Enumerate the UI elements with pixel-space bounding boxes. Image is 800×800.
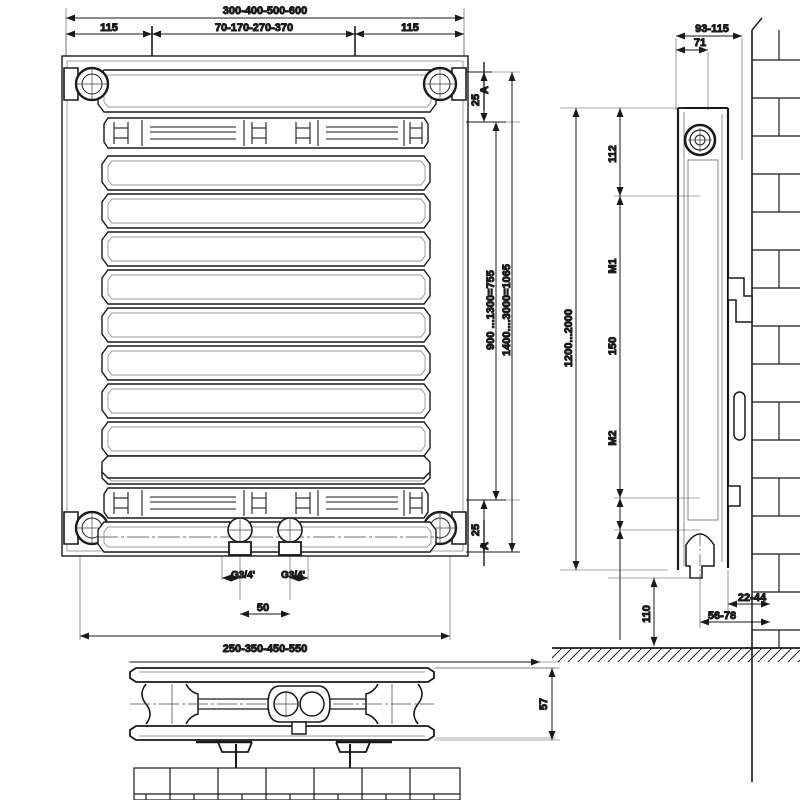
corner-port-top-left xyxy=(63,66,110,102)
fin-rows xyxy=(101,155,431,485)
dim-height-small-label: 900 ...1300=755 xyxy=(485,270,497,350)
fin-row xyxy=(101,421,431,457)
dim-port-right-label: G3/4' xyxy=(281,570,305,581)
radiator-top-header xyxy=(97,69,437,113)
dim-side-depth xyxy=(676,32,742,54)
dim-wall-gap xyxy=(700,600,770,626)
section-mark-top-label: A xyxy=(479,86,491,94)
dim-depth-panel-label: 71 xyxy=(694,37,706,49)
dim-depth-total-label: 93-115 xyxy=(695,23,729,35)
fin-row xyxy=(101,155,431,191)
grille-row-bottom xyxy=(103,487,429,519)
fin-row xyxy=(101,231,431,267)
wall-bracket-slot xyxy=(733,391,746,441)
valve-connection-right xyxy=(277,517,303,556)
radiator-side-profile xyxy=(676,107,730,580)
dim-m2-label: M2 xyxy=(607,430,619,445)
dim-side-vertical-chain xyxy=(572,108,624,640)
fin-row xyxy=(101,345,431,381)
corner-port-bottom-left xyxy=(63,510,110,546)
dim-section-depth-label: 57 xyxy=(538,698,550,710)
valve-connection-left xyxy=(227,517,253,556)
brick-wall xyxy=(751,17,800,782)
dim-m1-m2-gap-label: 150 xyxy=(607,337,619,355)
section-mark-bottom-label: A xyxy=(479,542,491,550)
fin-row xyxy=(101,383,431,419)
fin-row xyxy=(101,269,431,305)
wall-bracket-lower xyxy=(727,485,741,507)
dim-top-to-m1-label: 112 xyxy=(607,145,619,163)
dim-bracket-right-label: 115 xyxy=(401,22,419,34)
dim-floor-clearance-label: 110 xyxy=(641,605,653,623)
dim-m1-label: M1 xyxy=(607,258,619,273)
dim-port-left-label: G3/4' xyxy=(231,570,255,581)
dim-side-height-range-label: 1200...2000 xyxy=(563,309,575,367)
dim-top-offset-label: 25 xyxy=(470,94,482,106)
dim-wall-gap-label: 22-44 xyxy=(738,592,767,604)
fin-row xyxy=(101,455,431,479)
dim-height-large-label: 1400....3000=1065 xyxy=(501,264,513,356)
section-body xyxy=(129,667,435,741)
dim-bracket-center-label: 70-170-270-370 xyxy=(215,22,293,34)
fin-row xyxy=(101,193,431,229)
dim-bottom-offset-label: 25 xyxy=(470,524,482,536)
dim-bracket-left-label: 115 xyxy=(100,22,118,34)
dim-bracket-row xyxy=(66,26,464,70)
side-top-fitting xyxy=(683,123,717,157)
grille-row-top xyxy=(103,117,429,149)
wall-bracket-upper xyxy=(727,277,753,323)
fin-row xyxy=(101,307,431,343)
ground-line xyxy=(552,647,800,662)
dim-valve-spread-label: 250-350-450-550 xyxy=(223,643,307,655)
dim-overall-width-label: 300-400-500-600 xyxy=(223,5,307,17)
dim-port-spacing-label: 50 xyxy=(257,602,269,614)
radiator-bottom-manifold xyxy=(96,521,438,553)
section-floor-bricks xyxy=(133,767,461,800)
corner-port-top-right xyxy=(422,66,467,102)
section-view: 57 xyxy=(128,658,560,800)
side-elevation-view: 93-115 71 xyxy=(552,17,800,782)
front-elevation-view: 300-400-500-600 115 70-170-270-370 115 xyxy=(61,5,520,656)
dim-wall-to-axis-label: 56-78 xyxy=(708,610,736,622)
